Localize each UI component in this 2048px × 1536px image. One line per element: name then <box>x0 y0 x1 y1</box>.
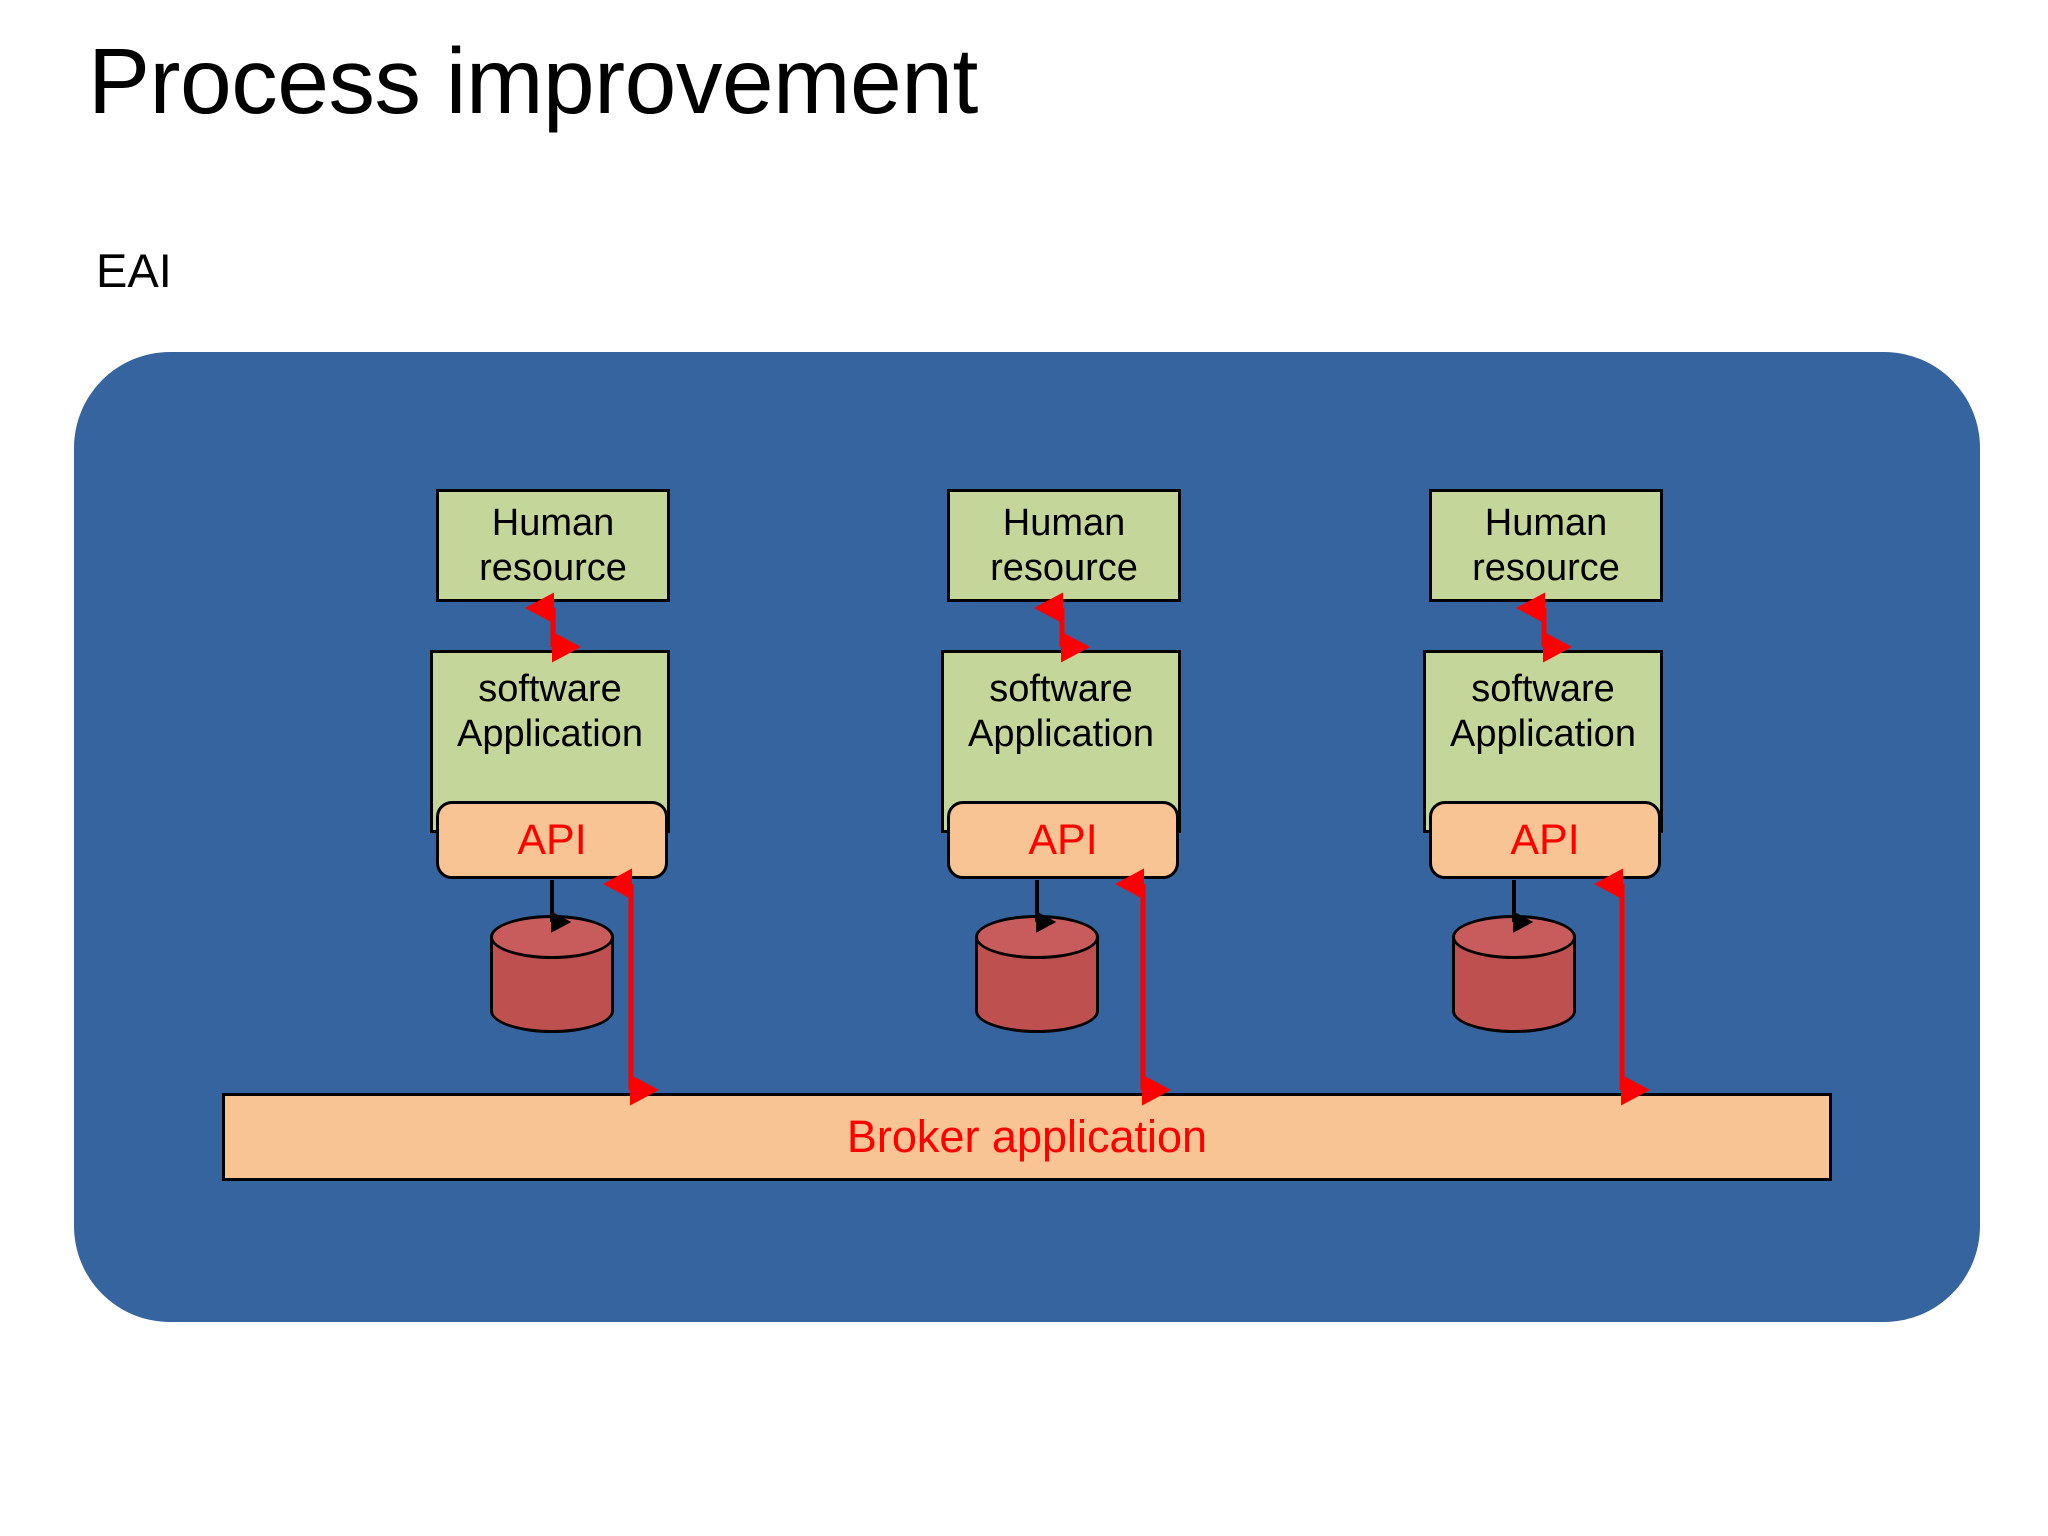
database-cylinder-3[interactable] <box>1452 915 1576 1033</box>
database-cylinder-1[interactable] <box>490 915 614 1033</box>
broker-application-bar[interactable]: Broker application <box>222 1093 1832 1181</box>
cylinder-top-ellipse <box>490 915 614 959</box>
api-box-1[interactable]: API <box>436 801 668 879</box>
human-resource-box-1[interactable]: Human resource <box>436 489 670 602</box>
api-box-2[interactable]: API <box>947 801 1179 879</box>
page-title: Process improvement <box>88 29 978 133</box>
slide-subtitle: EAI <box>96 244 172 297</box>
cylinder-top-ellipse <box>1452 915 1576 959</box>
database-cylinder-2[interactable] <box>975 915 1099 1033</box>
software-application-box-1[interactable]: software Application <box>430 650 670 833</box>
api-box-3[interactable]: API <box>1429 801 1661 879</box>
human-resource-box-2[interactable]: Human resource <box>947 489 1181 602</box>
cylinder-top-ellipse <box>975 915 1099 959</box>
human-resource-box-3[interactable]: Human resource <box>1429 489 1663 602</box>
